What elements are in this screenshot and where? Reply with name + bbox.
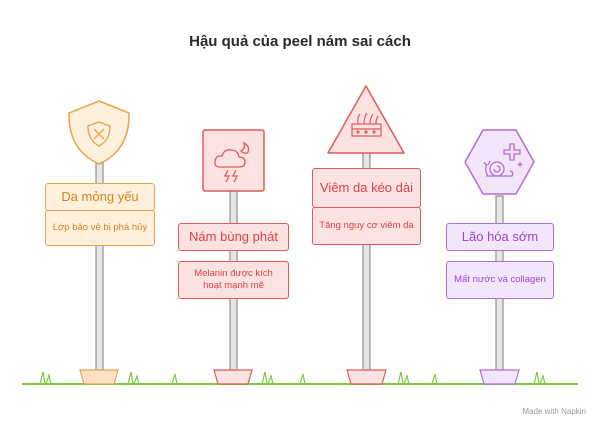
base-1 <box>79 369 119 385</box>
made-with-footer: Made with Napkin <box>522 407 586 416</box>
sign-heading-dermatitis: Viêm da kéo dài <box>312 168 421 208</box>
sign-description-melasma-flare: Melanin được kích hoạt mạnh mẽ <box>178 261 289 299</box>
sign-description-thin-skin: Lớp bảo vệ bị phá hủy <box>45 210 155 246</box>
sign-description-early-aging: Mất nước và collagen <box>446 261 554 299</box>
sign-heading-early-aging: Lão hóa sớm <box>446 223 554 251</box>
base-4 <box>479 369 520 385</box>
poles <box>95 151 504 371</box>
diagram-title: Hậu quả của peel nám sai cách <box>189 33 411 50</box>
sign-heading-melasma-flare: Nám bùng phát <box>178 223 289 251</box>
base-3 <box>346 369 387 385</box>
skin-inflammation-icon <box>351 112 382 137</box>
sign-heading-thin-skin: Da mỏng yếu <box>45 183 155 211</box>
sign-description-dermatitis: Tăng nguy cơ viêm da <box>312 207 421 245</box>
shield-sign <box>68 100 130 165</box>
base-2 <box>213 369 253 385</box>
shield-x-icon <box>87 121 111 147</box>
storm-cloud-icon <box>214 141 250 183</box>
square-sign <box>202 129 265 192</box>
triangle-sign <box>327 85 405 154</box>
snail-cross-icon <box>483 143 523 177</box>
grass <box>39 371 546 385</box>
